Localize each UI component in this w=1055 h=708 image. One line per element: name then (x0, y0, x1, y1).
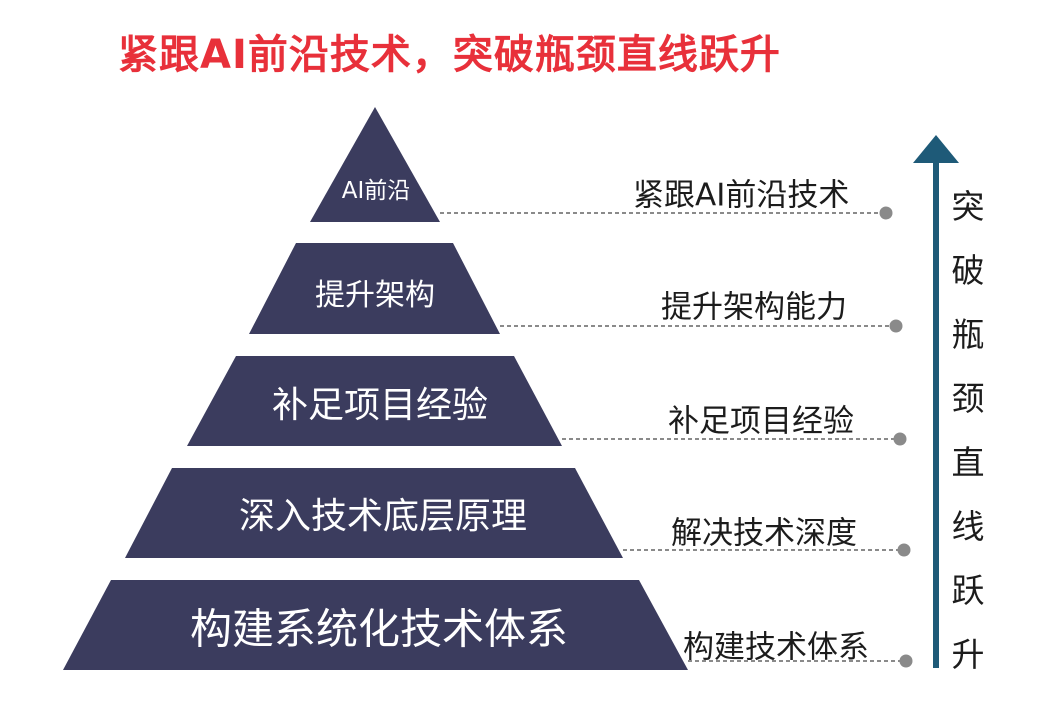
side-label-4: 解决技术深度 (671, 515, 857, 552)
arrow-text-char: 颈 (951, 379, 985, 418)
arrow-text-char: 突 (951, 187, 985, 226)
arrow-text-char: 线 (951, 507, 985, 546)
arrow-text-char: 跃 (951, 571, 985, 610)
arrow-head-icon (913, 135, 959, 163)
side-label-5: 构建技术体系 (683, 629, 869, 666)
tier-label-3: 补足项目经验 (271, 385, 489, 426)
arrow-text-char: 直 (951, 443, 985, 482)
pyramid-tier-5 (63, 580, 688, 670)
pyramid-tier-4 (125, 468, 623, 558)
pyramid-tier-1 (310, 107, 440, 222)
arrow-vertical-text: 突 破 瓶 颈 直 线 跃 升 (948, 175, 988, 687)
arrow-text-char: 升 (951, 635, 985, 674)
side-label-2: 提升架构能力 (661, 289, 847, 326)
connector-dot-1 (879, 206, 893, 220)
pyramid-tier-3 (187, 356, 562, 446)
tier-label-4: 深入技术底层原理 (238, 496, 528, 537)
tier-label-2: 提升架构 (315, 278, 435, 313)
tier-label-5: 构建系统化技术体系 (189, 604, 569, 654)
connector-dot-2 (889, 319, 903, 333)
page-title: 紧跟AI前沿技术，突破瓶颈直线跃升 (118, 32, 781, 78)
pyramid-tier-2 (249, 243, 500, 334)
tier-label-1: AI前沿 (341, 178, 411, 204)
side-label-1: 紧跟AI前沿技术 (633, 177, 850, 214)
connector-dot-4 (897, 543, 911, 557)
arrow-text-char: 破 (951, 251, 985, 290)
arrow-text-char: 瓶 (951, 315, 985, 354)
connector-dot-5 (899, 654, 913, 668)
connector-dot-3 (893, 432, 907, 446)
side-label-3: 补足项目经验 (668, 403, 854, 440)
